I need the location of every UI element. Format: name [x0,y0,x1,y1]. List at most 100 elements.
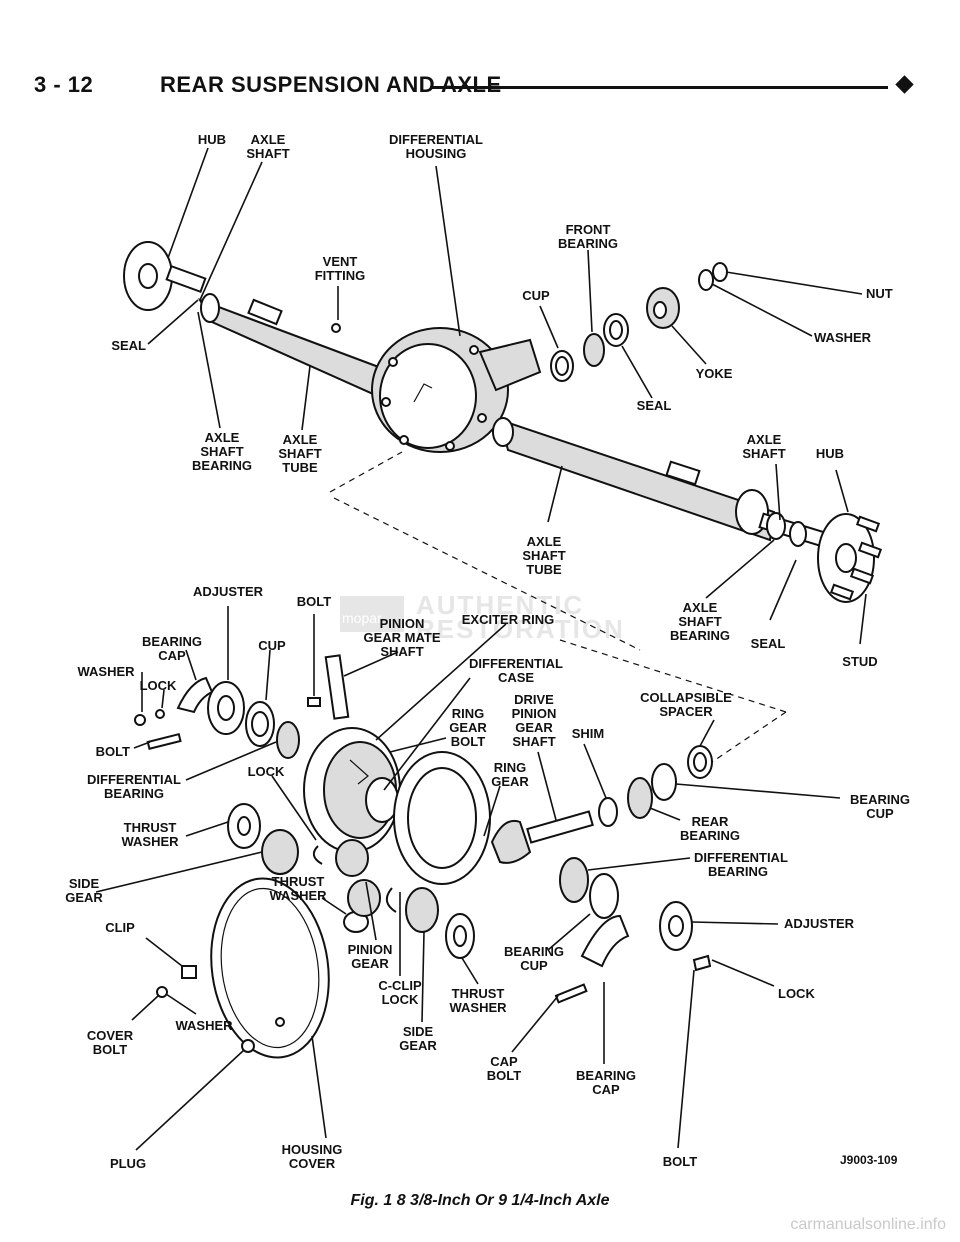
label-axle-shaft-top: AXLE [251,132,286,147]
leader [711,959,775,987]
brand-word-restoration: RESTORATION [416,614,625,644]
leader [769,559,797,621]
leader [321,897,347,915]
brand-watermark: mopar AUTHENTIC RESTORATION [340,590,640,644]
label-front-bearing: BEARING [558,236,618,251]
brand-word-authentic: AUTHENTIC [416,590,585,620]
leader [343,651,399,677]
label-bearing-cup-right: BEARING [850,792,910,807]
pinion-gear-lower [347,879,381,917]
label-axle-shaft-right: SHAFT [742,446,785,461]
label-nut: NUT [866,286,893,301]
label-axle-shaft-bearing-right: AXLE [683,600,718,615]
leader [95,851,263,893]
adjuster-left-center [217,695,235,721]
yoke-bore [653,301,667,319]
label-thrust-washer-left: WASHER [121,834,179,849]
axle-housing-assembly [123,241,776,542]
label-axle-shaft-tube-left: AXLE [283,432,318,447]
label-lock-mid: LOCK [248,764,285,779]
cover-fill-hole [275,1017,285,1027]
housing-cover-group [156,877,330,1059]
label-collapsible-spacer: COLLAPSIBLE [640,690,732,705]
label-ring-gear-bolt: GEAR [449,720,487,735]
label-seal-left: SEAL [111,338,146,353]
wheel-stud [849,567,875,585]
label-cup-mid: CUP [258,638,286,653]
leader [705,539,775,599]
label-pinion-gear: PINION [348,942,393,957]
label-axle-shaft-tube-mid: AXLE [527,534,562,549]
dash-line [333,497,641,651]
section-title: REAR SUSPENSION AND AXLE [160,72,502,97]
label-seal-lower-right: SEAL [751,636,786,651]
leader [649,807,681,821]
leader [461,957,479,985]
label-exciter-ring: EXCITER RING [462,612,554,627]
leader [197,311,221,429]
wheel-stud [855,515,881,533]
header-rule [430,86,888,89]
right-axle-tube [498,418,776,542]
right-axle-seal [789,521,807,547]
label-lock-right: LOCK [778,986,815,1001]
label-axle-shaft-tube-left: TUBE [282,460,318,475]
label-ring-gear-bolt: RING [452,706,485,721]
pinion-mate-shaft [324,654,350,720]
collapsible-spacer-inner [693,752,707,772]
label-axle-shaft-right: AXLE [747,432,782,447]
c-clip-lock [385,887,397,913]
leader [147,299,199,345]
label-clip: CLIP [105,920,135,935]
figure-number: J9003-109 [840,1153,898,1167]
housing-opening [413,383,433,403]
label-drive-pinion-gear-shaft: DRIVE [514,692,554,707]
label-vent-fitting: FITTING [315,268,366,283]
label-differential-bearing-right: BEARING [708,864,768,879]
label-differential-bearing-right: DIFFERENTIAL [694,850,788,865]
label-differential-bearing-left: BEARING [104,786,164,801]
front-cup-inner [555,356,569,376]
label-washer-low: WASHER [175,1018,233,1033]
label-axle-shaft-bearing-right: BEARING [670,628,730,643]
clip-part [181,965,197,979]
label-stud: STUD [842,654,877,669]
leader [383,677,471,791]
spring-seat-left [247,298,283,326]
leader [161,689,165,709]
label-drive-pinion-gear-shaft: GEAR [515,720,553,735]
bearing-cap-left [176,676,214,714]
label-ring-gear: RING [494,760,527,775]
leader [271,775,317,841]
leader [671,325,707,365]
leader [547,465,563,523]
leader [145,937,183,967]
label-bearing-cap: BEARING [142,634,202,649]
label-washer-left: WASHER [77,664,135,679]
label-differential-case: CASE [498,670,534,685]
cup-left-inner [251,711,269,737]
plug-part [241,1039,255,1053]
leader [165,993,197,1015]
pinion-gear-upper [335,839,369,877]
left-axle-seal [200,293,220,323]
leader [677,969,695,1149]
wheel-stud [857,541,883,559]
left-hub-center [138,263,158,289]
cap-bolt [554,983,588,1004]
pinion-washer [698,269,714,291]
leader [583,743,607,799]
leader [483,785,501,837]
leader [133,741,151,749]
mopar-logo-icon: mopar [340,596,404,632]
label-rear-bearing: BEARING [680,828,740,843]
label-cover-bolt: COVER [87,1028,134,1043]
leader [587,249,593,333]
bolt-left [146,733,182,750]
label-side-gear-low: SIDE [403,1024,434,1039]
tube-collar [492,417,514,447]
label-axle-shaft-bearing-left: SHAFT [200,444,243,459]
pinion-seal-inner [609,320,623,340]
label-vent-fitting: VENT [323,254,358,269]
